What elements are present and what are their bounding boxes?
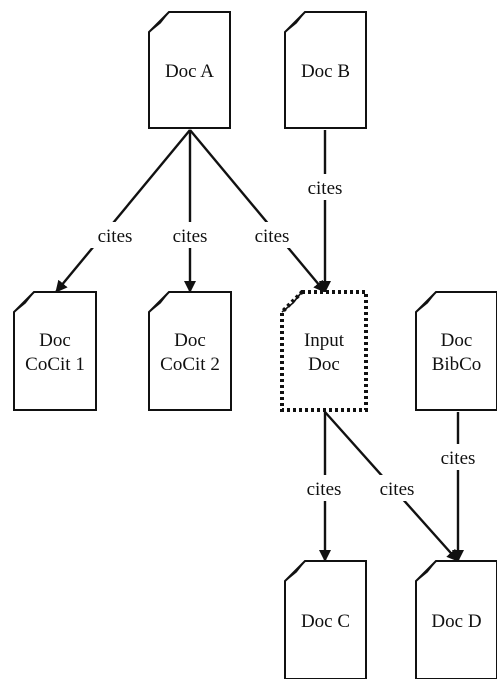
document-icon xyxy=(280,290,368,412)
page-fold-icon xyxy=(415,291,437,313)
document-label: Doc xyxy=(308,354,340,375)
document-label: Doc C xyxy=(301,611,350,632)
edge-doc-bibco-to-doc-d: cites xyxy=(433,412,483,562)
document-label: Doc B xyxy=(301,61,350,82)
edge-label: cites xyxy=(441,448,476,469)
edge-label: cites xyxy=(173,226,208,247)
page-fold-icon xyxy=(281,291,303,313)
document-label: Doc A xyxy=(165,61,214,82)
page-fold-icon xyxy=(415,560,437,582)
document-icon xyxy=(415,291,497,411)
edge-label-background xyxy=(247,222,297,248)
edge-label: cites xyxy=(308,178,343,199)
document-label: Doc xyxy=(39,330,71,351)
edge-label: cites xyxy=(98,226,133,247)
document-label: CoCit 2 xyxy=(160,354,220,375)
edge-input-doc-to-doc-c: cites xyxy=(299,412,349,562)
document-label: Doc xyxy=(441,330,473,351)
page-fold-icon xyxy=(13,291,35,313)
document-label: Doc xyxy=(174,330,206,351)
document-icon xyxy=(13,291,97,411)
edge-label-background xyxy=(165,222,215,248)
document-doc-d: Doc D xyxy=(415,560,497,679)
document-label: BibCo xyxy=(432,354,482,375)
edge-arrow xyxy=(55,129,191,293)
document-doc-a: Doc A xyxy=(148,11,231,129)
page-fold-icon xyxy=(148,11,170,33)
document-doc-b: Doc B xyxy=(284,11,367,129)
edge-label-background xyxy=(299,475,349,501)
edges-layer: cites cites cites cites cites cites cites xyxy=(55,129,483,562)
edge-label-background xyxy=(372,475,422,501)
edge-label: cites xyxy=(255,226,290,247)
document-label: Doc D xyxy=(431,611,481,632)
edge-label: cites xyxy=(307,479,342,500)
edge-doc-a-to-doc-cocit-2: cites xyxy=(165,130,215,293)
edge-doc-a-to-doc-cocit-1: cites xyxy=(55,129,191,293)
edge-label: cites xyxy=(380,479,415,500)
document-label: CoCit 1 xyxy=(25,354,85,375)
document-icon xyxy=(148,291,232,411)
page-fold-icon xyxy=(284,560,306,582)
edge-input-doc-to-doc-d: cites xyxy=(324,411,459,562)
document-doc-c: Doc C xyxy=(284,560,367,679)
page-fold-icon xyxy=(284,11,306,33)
edge-label-background xyxy=(90,222,140,248)
edge-doc-a-to-input-doc: cites xyxy=(189,129,326,293)
edge-label-background xyxy=(300,174,350,200)
edge-doc-b-to-input-doc: cites xyxy=(300,130,350,293)
edge-label-background xyxy=(433,444,483,470)
edge-arrow xyxy=(189,129,326,293)
document-label: Input xyxy=(304,330,345,351)
page-fold-icon xyxy=(148,291,170,313)
